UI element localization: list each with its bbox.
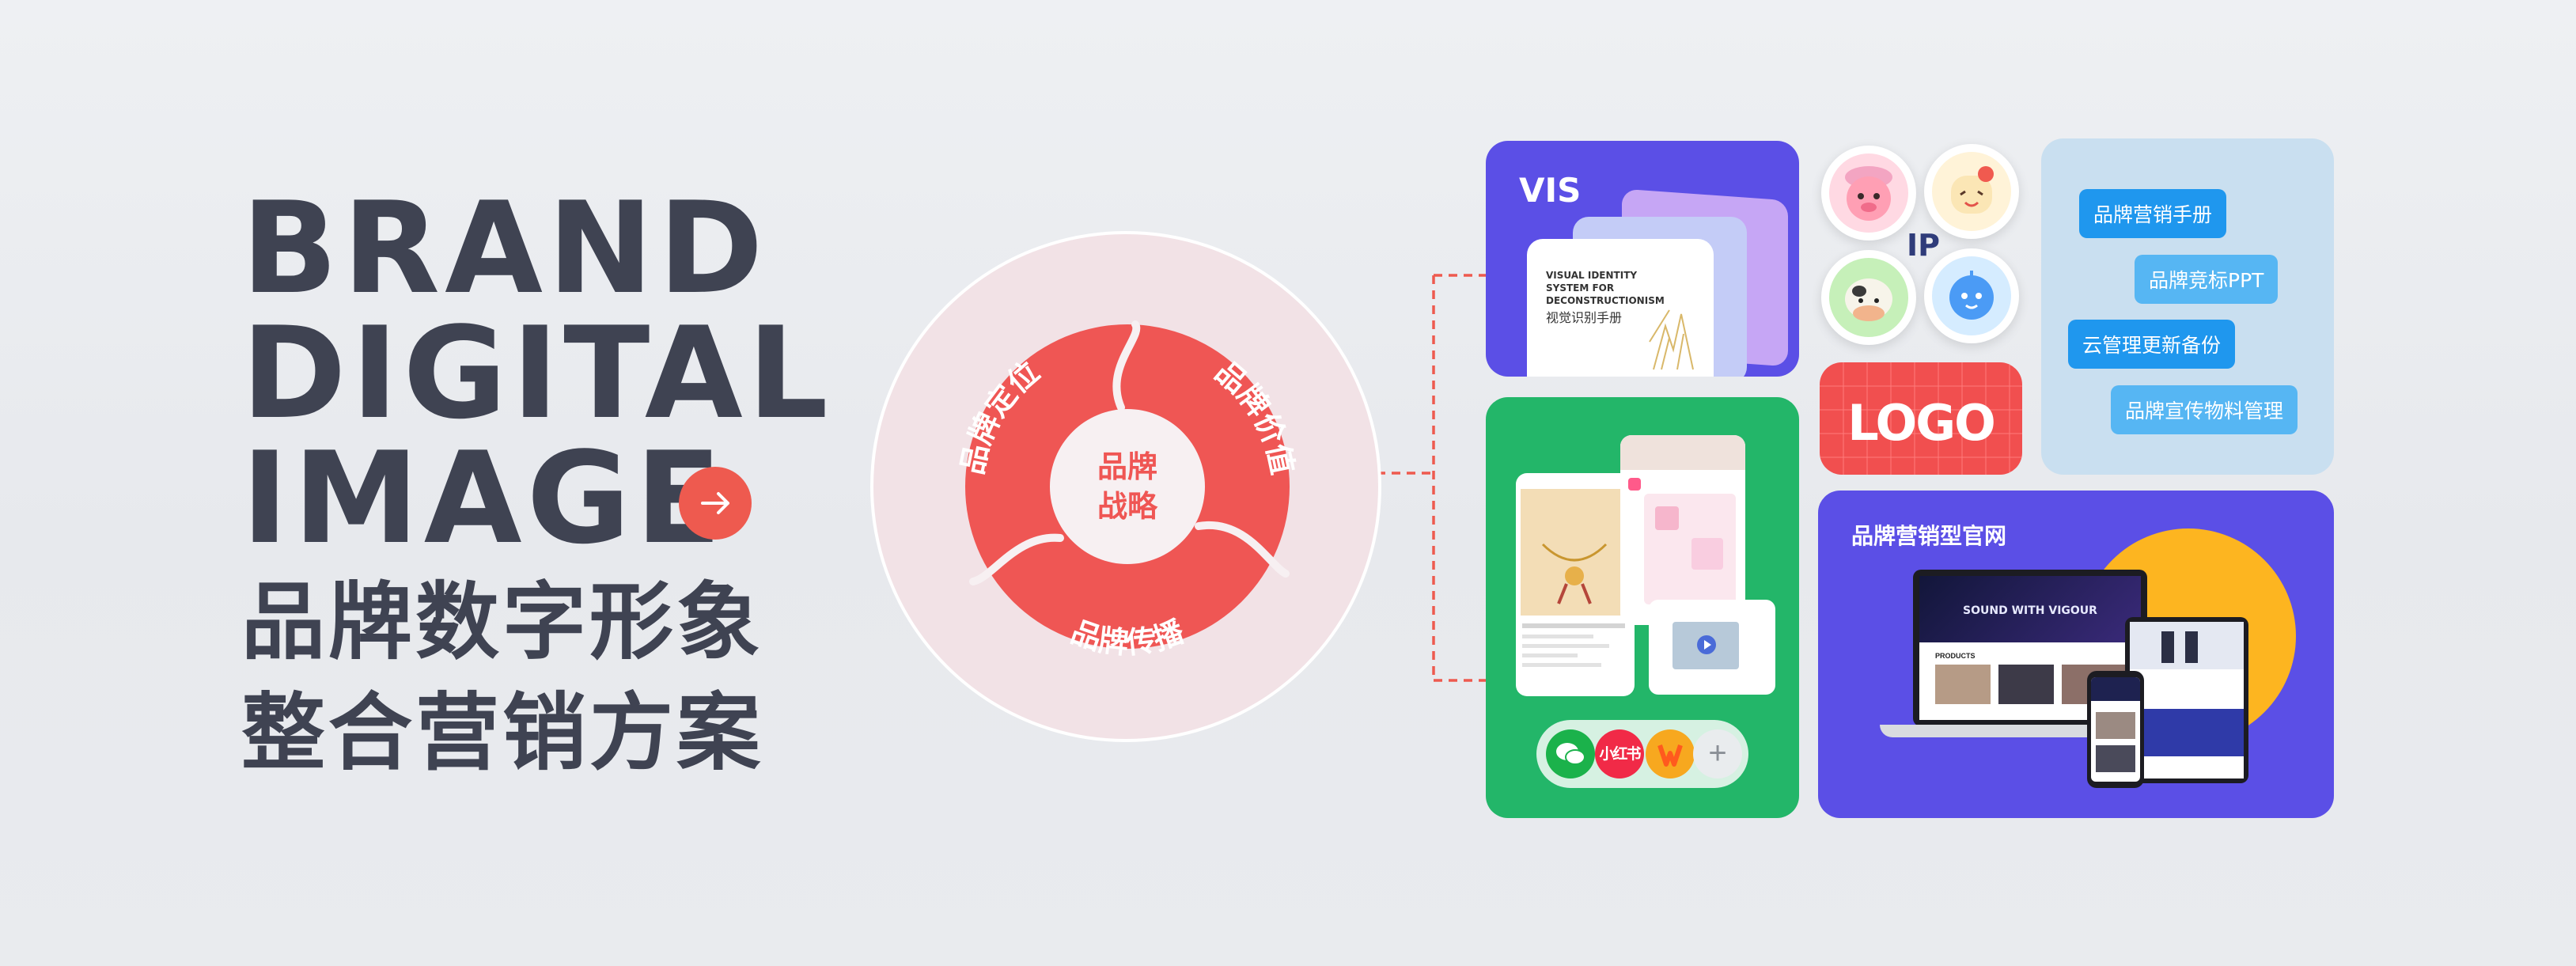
tag-bidding-ppt[interactable]: 品牌竞标PPT (2135, 255, 2279, 304)
vis-doc-line-1: VISUAL IDENTITY (1546, 270, 1638, 281)
website-hero-text: SOUND WITH VIGOUR (1963, 604, 2097, 617)
pink-character-icon (1845, 166, 1892, 221)
tag-material-management[interactable]: 品牌宣传物料管理 (2111, 385, 2298, 434)
website-title: 品牌营销型官网 (1851, 523, 2007, 549)
tags-card: 品牌营销手册 品牌竞标PPT 云管理更新备份 品牌宣传物料管理 (2041, 138, 2334, 475)
logo-card[interactable]: LOGO (1820, 362, 2022, 475)
ip-sticker-pink (1821, 146, 1916, 241)
play-icon (1697, 635, 1716, 654)
weibo-icon[interactable] (1646, 729, 1695, 778)
xiaohongshu-icon[interactable]: 小红书 (1595, 729, 1644, 778)
headline: BRAND DIGITAL IMAGE 品牌数字形象 整合营销方案 (241, 174, 833, 789)
ip-sticker-bun (1924, 144, 2019, 239)
vis-doc-cn: 视觉识别手册 (1546, 310, 1623, 325)
website-section-text: PRODUCTS (1935, 652, 1976, 660)
arrow-right-icon (701, 492, 729, 514)
ip-characters[interactable]: IP (1820, 141, 2022, 354)
tablet-screen (2125, 617, 2248, 783)
vis-doc-line-2: SYSTEM FOR (1546, 282, 1615, 294)
arrow-right-button[interactable] (679, 467, 752, 540)
tag-marketing-handbook[interactable]: 品牌营销手册 (2079, 189, 2227, 238)
social-media-card[interactable]: 小红书 + (1486, 397, 1799, 818)
headline-en-line-2: DIGITAL (241, 299, 833, 447)
phone-screen-post (1620, 435, 1745, 625)
wechat-icon[interactable] (1546, 729, 1595, 778)
logo-grid-bg (1820, 362, 2022, 475)
headline-en-line-3: IMAGE (241, 424, 727, 572)
bun-character-icon (1951, 166, 1994, 214)
social-icons-bar: 小红书 + (1536, 720, 1748, 788)
logo-label: LOGO (1847, 394, 1996, 452)
vis-doc-graphic (1649, 309, 1694, 370)
phone-screen-feed (1516, 473, 1635, 696)
headline-cn-line-1: 品牌数字形象 (241, 574, 763, 671)
vis-doc-line-3: DECONSTRUCTIONISM (1546, 295, 1665, 306)
add-platform-button[interactable]: + (1693, 729, 1742, 778)
tag-cloud-backup[interactable]: 云管理更新备份 (2068, 320, 2236, 369)
center-label-line-1: 品牌 (1097, 449, 1157, 484)
vis-doc-front: VISUAL IDENTITY SYSTEM FOR DECONSTRUCTIO… (1527, 239, 1714, 377)
headline-cn-line-2: 整合营销方案 (241, 684, 763, 782)
blue-character-icon (1949, 271, 1994, 320)
vis-title: VIS (1519, 171, 1582, 210)
center-label-line-2: 战略 (1097, 489, 1158, 524)
jewelry-image (1541, 543, 1608, 604)
strategy-ring: 品牌定位 品牌价值 品牌传播 品牌 战略 (957, 320, 1297, 657)
headline-en-line-1: BRAND (241, 174, 768, 322)
cow-character-icon (1845, 278, 1892, 321)
phone-screen-video (1649, 600, 1775, 695)
ip-sticker-cow (1821, 250, 1916, 345)
ip-label: IP (1907, 228, 1940, 263)
ip-sticker-blue (1924, 248, 2019, 343)
phone-device (2087, 671, 2144, 788)
vis-card[interactable]: VIS VISUAL IDENTITY SYSTEM FOR DECONSTRU… (1486, 141, 1799, 377)
website-card[interactable]: 品牌营销型官网 SOUND WITH VIGOUR PRODUCTS (1818, 491, 2334, 818)
